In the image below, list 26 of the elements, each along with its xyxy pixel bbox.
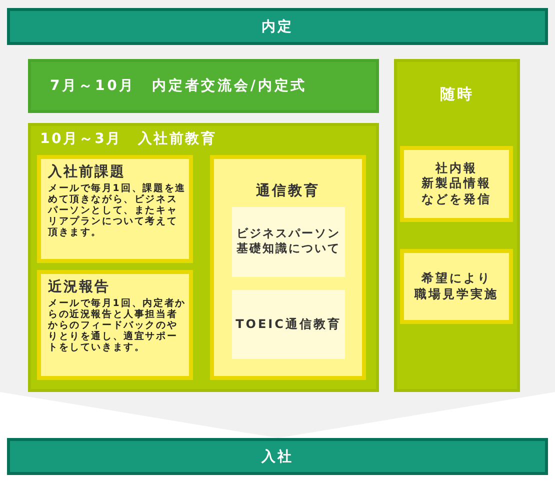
topic-box [232,207,345,277]
note-box [400,146,513,222]
box-text: 社内報新製品情報などを発信 [422,160,492,208]
period-panel [28,123,379,392]
box-heading: 通信教育 [256,182,320,201]
box-text: メールで毎月1回、内定者からの近況報告と人事担当者からのフィードバックのやりとりを通し、適宜サポートをしていきます。 [48,298,187,354]
box-text: ビジネスパーソン基礎知識について [236,227,340,257]
stage-bar [7,438,548,475]
topic-box [232,290,345,359]
task-box [37,270,193,380]
task-box [37,155,193,263]
task-box [210,155,366,380]
period-panel [394,59,520,392]
bar-label: 入社 [262,448,294,466]
panel-title: 随時 [440,84,474,104]
panel-title: 10月～3月 入社前教育 [40,130,217,149]
bar-label: 7月～10月 内定者交流会/内定式 [50,77,308,95]
box-text: メールで毎月1回、課題を進めて頂きながら、ビジネスパーソンとして、またキャリアプランについて考えて頂きます。 [48,183,187,238]
box-text: TOEIC通信教育 [236,316,342,332]
box-heading: 入社前課題 [48,163,126,182]
stage-bar [7,8,548,45]
box-heading: 近況報告 [48,278,110,297]
note-box [400,249,513,324]
bar-label: 内定 [262,18,294,36]
event-bar [28,59,379,113]
box-text: 希望により職場見学実施 [414,270,498,302]
